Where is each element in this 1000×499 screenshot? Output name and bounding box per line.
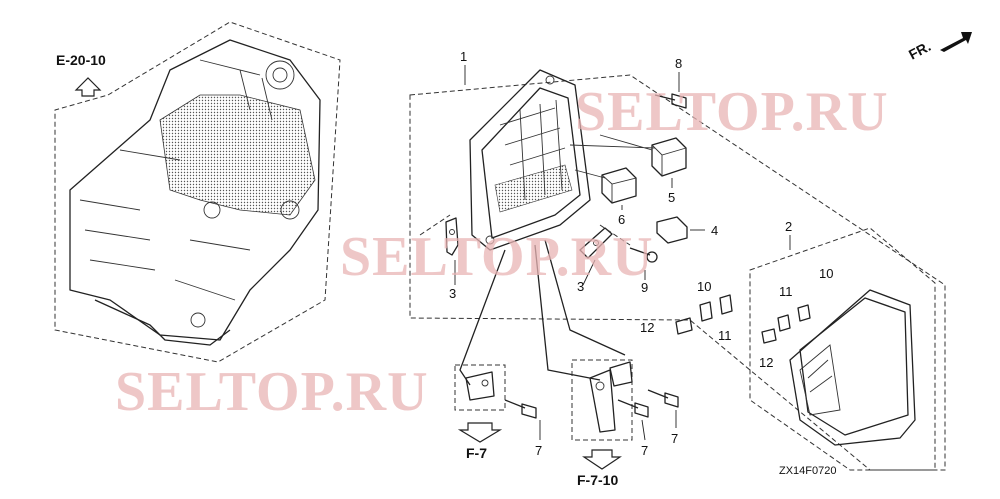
terminal-f7 <box>465 371 495 401</box>
housing-bore-upper <box>265 60 295 90</box>
control-box <box>469 69 591 251</box>
part-label-12-right[interactable]: 12 <box>759 355 773 370</box>
relay-5 <box>651 137 687 177</box>
lead-3-right <box>582 259 596 286</box>
housing-bore-lower <box>190 312 206 328</box>
relay-guide-lines <box>569 134 656 179</box>
housing-dashed-outline <box>54 21 341 363</box>
arrow-down-icon-f710 <box>582 449 622 470</box>
housing-lower-flange <box>94 299 231 346</box>
bracket-3-right <box>579 227 613 259</box>
cable-to-f710 <box>534 244 601 381</box>
part-label-11-left[interactable]: 11 <box>718 328 732 343</box>
bracket-3-left <box>445 217 459 256</box>
part-label-9[interactable]: 9 <box>641 280 648 295</box>
part-label-10-left[interactable]: 10 <box>697 279 711 294</box>
connector-4 <box>656 216 688 244</box>
part-label-3-left[interactable]: 3 <box>449 286 456 301</box>
arrow-down-icon-f7 <box>457 422 503 443</box>
part-label-3-right[interactable]: 3 <box>577 279 584 294</box>
part-label-7-left[interactable]: 7 <box>535 443 542 458</box>
mount-hole-2 <box>545 75 555 85</box>
watermark-bottom: SELTOP.RU <box>115 361 429 423</box>
control-box-slots <box>499 99 566 201</box>
bolt-9 <box>629 247 658 263</box>
ref-e-20-10[interactable]: E-20-10 <box>56 52 106 68</box>
part-label-7-right[interactable]: 7 <box>671 431 678 446</box>
watermark-middle: SELTOP.RU <box>340 226 654 288</box>
fuse-group-right <box>761 304 811 344</box>
cable-to-f710-b <box>544 239 626 356</box>
engine-housing-group <box>54 21 341 363</box>
arrow-up-icon <box>74 77 102 97</box>
terminal-f710 <box>589 361 633 433</box>
fuse-group-left <box>675 294 733 335</box>
f7-dashed-box <box>454 364 506 411</box>
part-label-12-left[interactable]: 12 <box>640 320 654 335</box>
housing-detail-ribs <box>79 59 273 301</box>
bolt-7-mid <box>617 399 649 418</box>
diagram-code: ZX14F0720 <box>779 465 836 477</box>
part-label-11-right[interactable]: 11 <box>779 284 793 299</box>
f710-dashed-box <box>571 359 633 441</box>
bolt-8 <box>654 93 687 109</box>
control-box-frame <box>481 87 581 239</box>
part-label-5[interactable]: 5 <box>668 190 675 205</box>
part-label-8[interactable]: 8 <box>675 56 682 71</box>
relay-6 <box>601 167 637 204</box>
mount-hole-1 <box>485 235 495 245</box>
part-label-1[interactable]: 1 <box>460 49 467 64</box>
part-label-10-right[interactable]: 10 <box>819 266 833 281</box>
ref-f-7[interactable]: F-7 <box>466 445 487 461</box>
front-arrow-icon <box>940 32 972 52</box>
part-label-7-mid[interactable]: 7 <box>641 443 648 458</box>
engine-housing <box>69 39 321 341</box>
ref-f-7-10[interactable]: F-7-10 <box>577 472 618 488</box>
bolt-7-right <box>647 389 679 408</box>
watermark-top: SELTOP.RU <box>575 81 889 143</box>
housing-shaded-area <box>159 94 316 216</box>
housing-bore-upper-inner <box>272 67 288 83</box>
housing-bore-right <box>280 200 300 220</box>
bracket-guide-lines <box>419 214 631 246</box>
fuse-cover-2 <box>789 289 916 446</box>
bolt-7-left <box>504 399 537 419</box>
control-box-body <box>469 69 591 251</box>
housing-bore-mid <box>203 201 221 219</box>
assembly-box-part-1 <box>409 74 946 471</box>
part-label-2[interactable]: 2 <box>785 219 792 234</box>
part-label-6[interactable]: 6 <box>618 212 625 227</box>
part-label-4[interactable]: 4 <box>711 223 718 238</box>
fuse-block <box>494 164 573 213</box>
front-direction-label: FR. <box>906 38 933 63</box>
lead-7-mid <box>641 419 646 441</box>
